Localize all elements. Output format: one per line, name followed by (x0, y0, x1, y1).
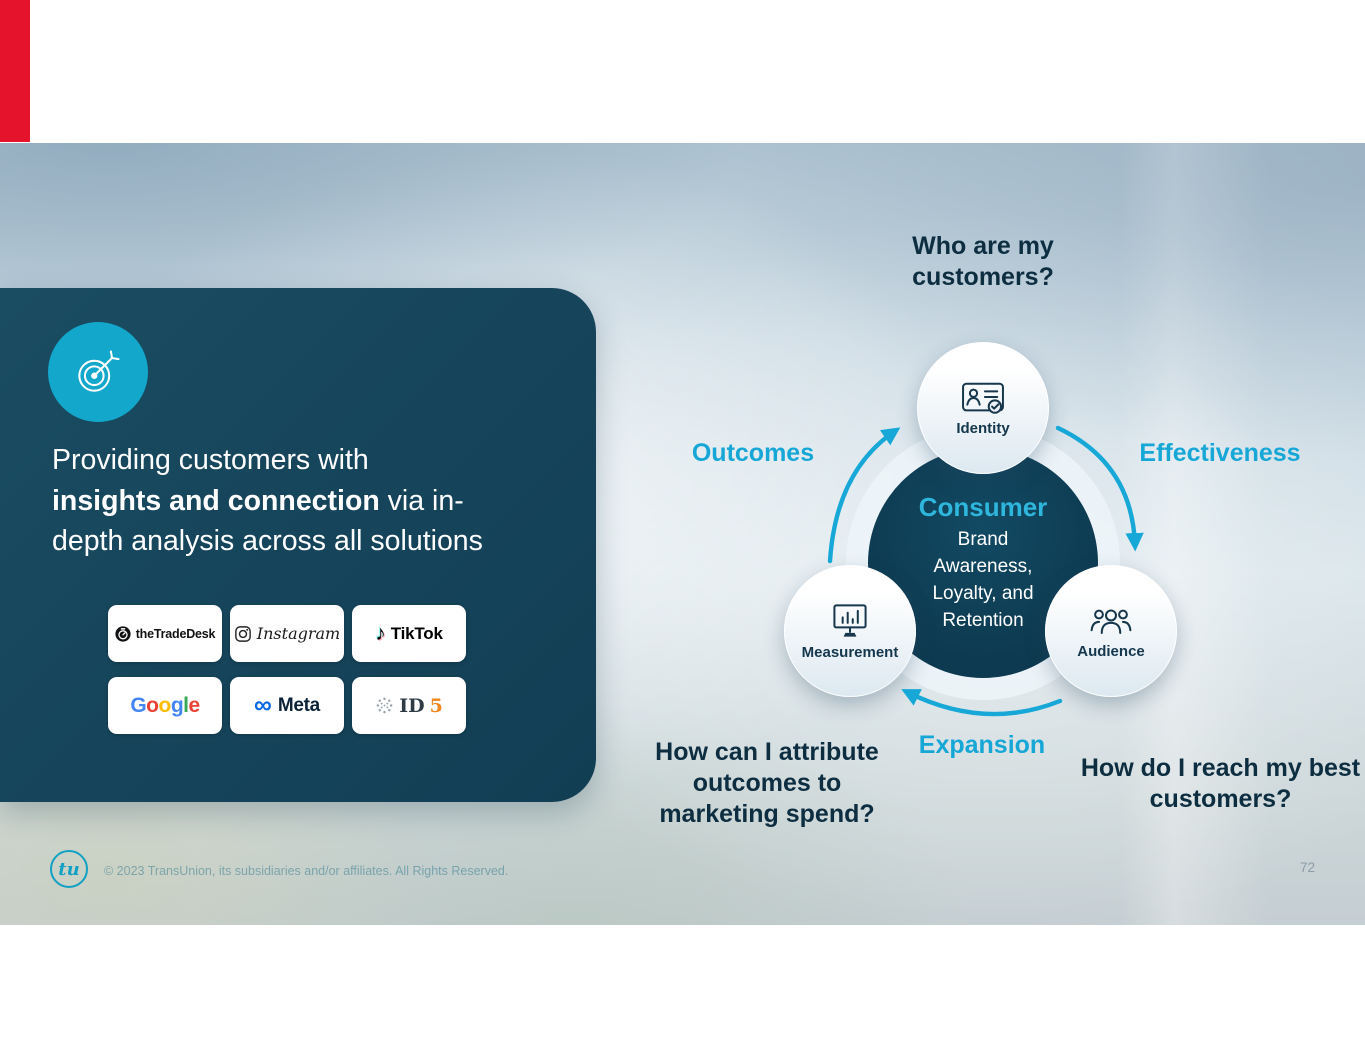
flow-label-outcomes: Outcomes (691, 439, 815, 467)
logo-thetradedesk: theTradeDesk (108, 605, 222, 662)
flow-label-effectiveness: Effectiveness (1139, 439, 1301, 467)
red-accent-bar (0, 0, 30, 142)
partner-logo-grid: theTradeDesk Instagram ♪ TikTok Google (108, 605, 466, 734)
meta-label: Meta (277, 694, 320, 716)
people-group-icon (1090, 609, 1132, 635)
logo-google: Google (108, 677, 222, 734)
headline-line3: depth analysis across all solutions (52, 525, 483, 557)
id5-label-five: 5 (429, 694, 443, 717)
flow-label-expansion: Expansion (918, 731, 1046, 759)
meta-infinity-icon: ∞ (254, 691, 272, 719)
id5-label-id: ID (399, 694, 425, 717)
headline-line1: Providing customers with (52, 444, 369, 476)
center-subtitle: Brand Awareness, Loyalty, and Retention (932, 529, 1034, 631)
instagram-label: Instagram (256, 624, 341, 643)
instagram-icon (234, 625, 251, 642)
node-measurement-label: Measurement (801, 644, 899, 661)
thetradedesk-icon (115, 625, 131, 642)
logo-tiktok: ♪ TikTok (352, 605, 466, 662)
logo-instagram: Instagram (230, 605, 344, 662)
target-icon-circle (48, 322, 148, 422)
transunion-logo: tu (50, 850, 88, 888)
id5-dots-icon (376, 697, 393, 714)
info-card: Providing customers with insights and co… (0, 288, 596, 802)
node-identity: Identity (917, 342, 1049, 474)
id-card-icon (962, 382, 1004, 414)
page-number: 72 (1300, 860, 1316, 875)
slide-background: Providing customers with insights and co… (0, 143, 1365, 925)
question-left: How can I attribute outcomes to marketin… (655, 738, 879, 828)
google-label: Google (130, 693, 200, 717)
question-right: How do I reach my best customers? (1080, 754, 1361, 813)
bullseye-arrow-icon (78, 350, 120, 392)
node-identity-label: Identity (956, 420, 1010, 437)
monitor-chart-icon (833, 604, 867, 637)
headline-bold: insights and connection (52, 484, 380, 517)
node-audience-label: Audience (1077, 643, 1145, 660)
node-audience: Audience (1045, 565, 1177, 697)
transunion-logo-text: tu (58, 858, 80, 880)
node-measurement: Measurement (784, 565, 916, 697)
tiktok-label: TikTok (390, 623, 443, 643)
center-title: Consumer (918, 492, 1048, 522)
logo-meta: ∞ Meta (230, 677, 344, 734)
question-top: Who are my customers? (912, 232, 1054, 291)
card-headline: Providing customers with insights and co… (52, 440, 582, 562)
footer-copyright: © 2023 TransUnion, its subsidiaries and/… (104, 864, 509, 878)
tiktok-note-icon: ♪ (375, 622, 386, 645)
thetradedesk-label: theTradeDesk (135, 626, 216, 641)
headline-line2-rest: via in- (379, 484, 464, 517)
